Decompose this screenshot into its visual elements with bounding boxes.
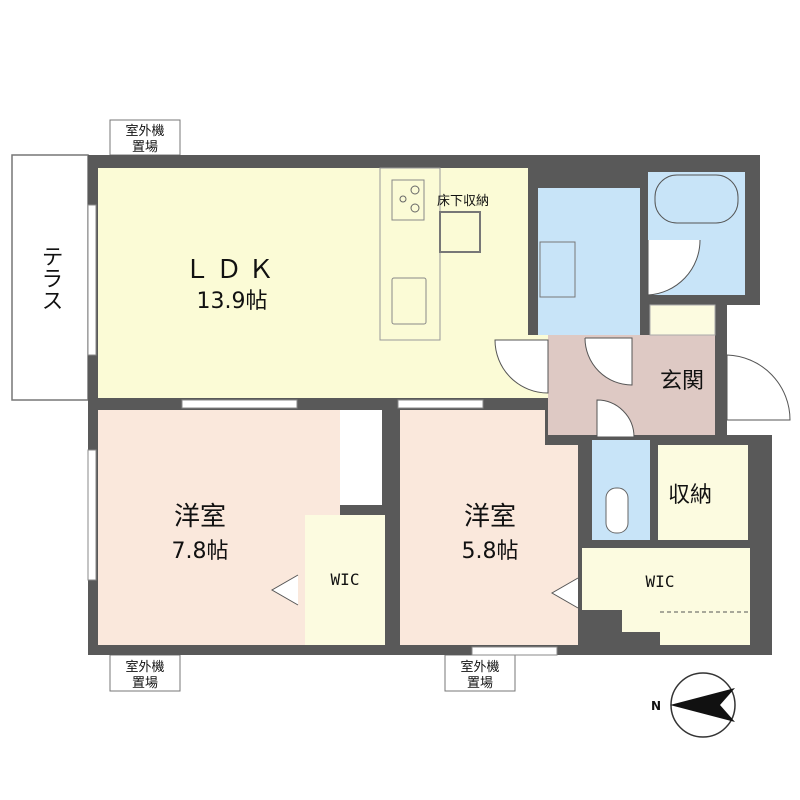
storage-label: 収納: [668, 483, 712, 508]
washroom-door[interactable]: [584, 337, 633, 386]
window: [181, 399, 298, 409]
bath-door[interactable]: [647, 239, 701, 296]
western-room-2-ext: [400, 445, 578, 645]
outdoor-unit-space-top: 室外機 置場: [109, 119, 181, 156]
wic-1-door[interactable]: [270, 574, 299, 606]
wic-2-ext: [660, 610, 750, 645]
outdoor-unit-space-bottom-left: 室外機 置場: [109, 654, 181, 692]
wic-2-label: WIC: [646, 572, 675, 591]
ldk-room-ext: [98, 335, 548, 398]
outdoor-unit-label: 置場: [132, 676, 158, 691]
wic-1: [305, 515, 385, 645]
toilet-door[interactable]: [596, 399, 635, 438]
shoe-cabinet: [649, 304, 716, 336]
outdoor-unit-label: 置場: [467, 676, 493, 691]
outdoor-unit-label: 室外機: [125, 659, 164, 675]
western-room-1-size: 7.8帖: [172, 539, 229, 564]
western-room-1-ext: [98, 505, 298, 645]
western-room-1-label: 洋室: [174, 502, 226, 532]
compass: N: [651, 672, 736, 738]
sink-icon: [391, 277, 427, 325]
ldk-door[interactable]: [494, 339, 549, 394]
closet: [340, 410, 382, 505]
terrace: テラス: [11, 154, 89, 401]
western-room-2-label: 洋室: [464, 502, 516, 532]
north-arrow-icon: [670, 688, 735, 722]
window: [87, 449, 97, 581]
stove-icon: [391, 179, 425, 221]
wic-2-door[interactable]: [550, 577, 579, 609]
ldk-label: ＬＤＫ: [184, 255, 280, 285]
underfloor-hatch: [439, 211, 481, 253]
outdoor-unit-label: 室外機: [460, 659, 499, 675]
wic-1-label: WIC: [331, 570, 360, 589]
window: [397, 399, 484, 409]
storage-room: [658, 445, 748, 540]
ldk-size: 13.9帖: [197, 289, 268, 314]
outdoor-unit-label: 置場: [132, 140, 158, 155]
terrace-label: テラス: [38, 245, 63, 311]
entrance-door[interactable]: [726, 354, 791, 421]
underfloor-storage-label: 床下収納: [437, 194, 489, 209]
window: [471, 646, 558, 656]
bathtub-icon: [654, 174, 739, 224]
wic-2: [582, 548, 750, 610]
toilet-icon: [605, 487, 629, 534]
outdoor-unit-space-bottom-mid: 室外機 置場: [444, 654, 516, 692]
wic-2-ext2: [622, 610, 660, 632]
outdoor-unit-label: 室外機: [125, 123, 164, 139]
entrance-area: [650, 335, 715, 435]
entrance-label: 玄関: [660, 369, 704, 394]
window: [87, 204, 97, 356]
western-room-2-size: 5.8帖: [462, 539, 519, 564]
washbasin-icon: [539, 241, 576, 298]
compass-north-label: N: [651, 699, 661, 713]
